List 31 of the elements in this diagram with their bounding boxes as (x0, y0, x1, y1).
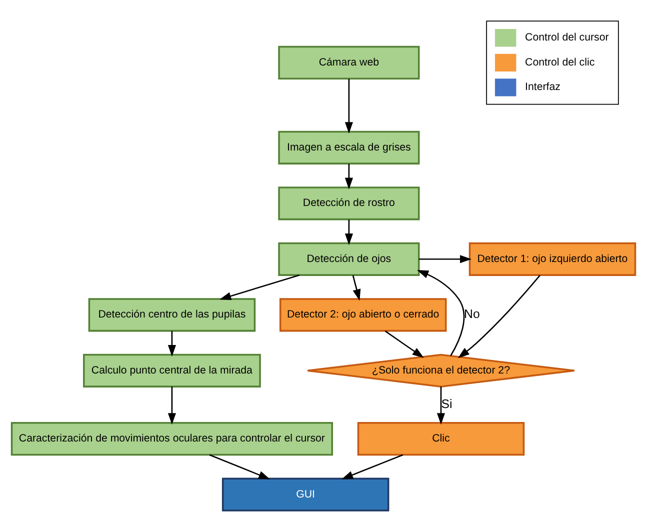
arrow (220, 274, 300, 300)
node-box: GUI (222, 477, 390, 511)
arrow (344, 163, 353, 189)
node-box: Detector 2: ojo abierto o cerrado (279, 298, 447, 332)
node-box: Caracterización de movimientos oculares para controlar el cursor (10, 421, 334, 456)
arrow (352, 274, 361, 300)
node-box: Detector 1: ojo izquierdo abierto (468, 242, 636, 276)
node-box: Detección de ojos (278, 242, 420, 276)
arrow (209, 454, 270, 479)
arrow (344, 219, 353, 245)
arrow (342, 454, 404, 479)
arrow (168, 330, 176, 356)
arrow (458, 274, 541, 358)
node-box: Cámara web (278, 45, 420, 79)
node-box: Detección de rostro (278, 186, 420, 220)
node-box: Clic (357, 421, 525, 456)
arrow (384, 330, 424, 358)
node-box: Calculo punto central de la mirada (83, 353, 261, 387)
node-box: Detección centro de las pupilas (88, 298, 256, 332)
arrow (168, 386, 176, 424)
node-diamond: ¿Solo funciona el detector 2? (306, 353, 576, 387)
arrow (436, 386, 445, 424)
legend-label: Interfaz (525, 80, 560, 93)
edge-label: No (464, 306, 480, 321)
legend-label: Control del cursor (525, 31, 609, 44)
edge-label: Si (441, 396, 452, 410)
arrow (417, 270, 465, 356)
arrow (344, 78, 353, 134)
legend-label: Control del clic (525, 56, 595, 68)
node-box: Imagen a escala de grises (278, 130, 420, 164)
arrow (418, 254, 472, 263)
